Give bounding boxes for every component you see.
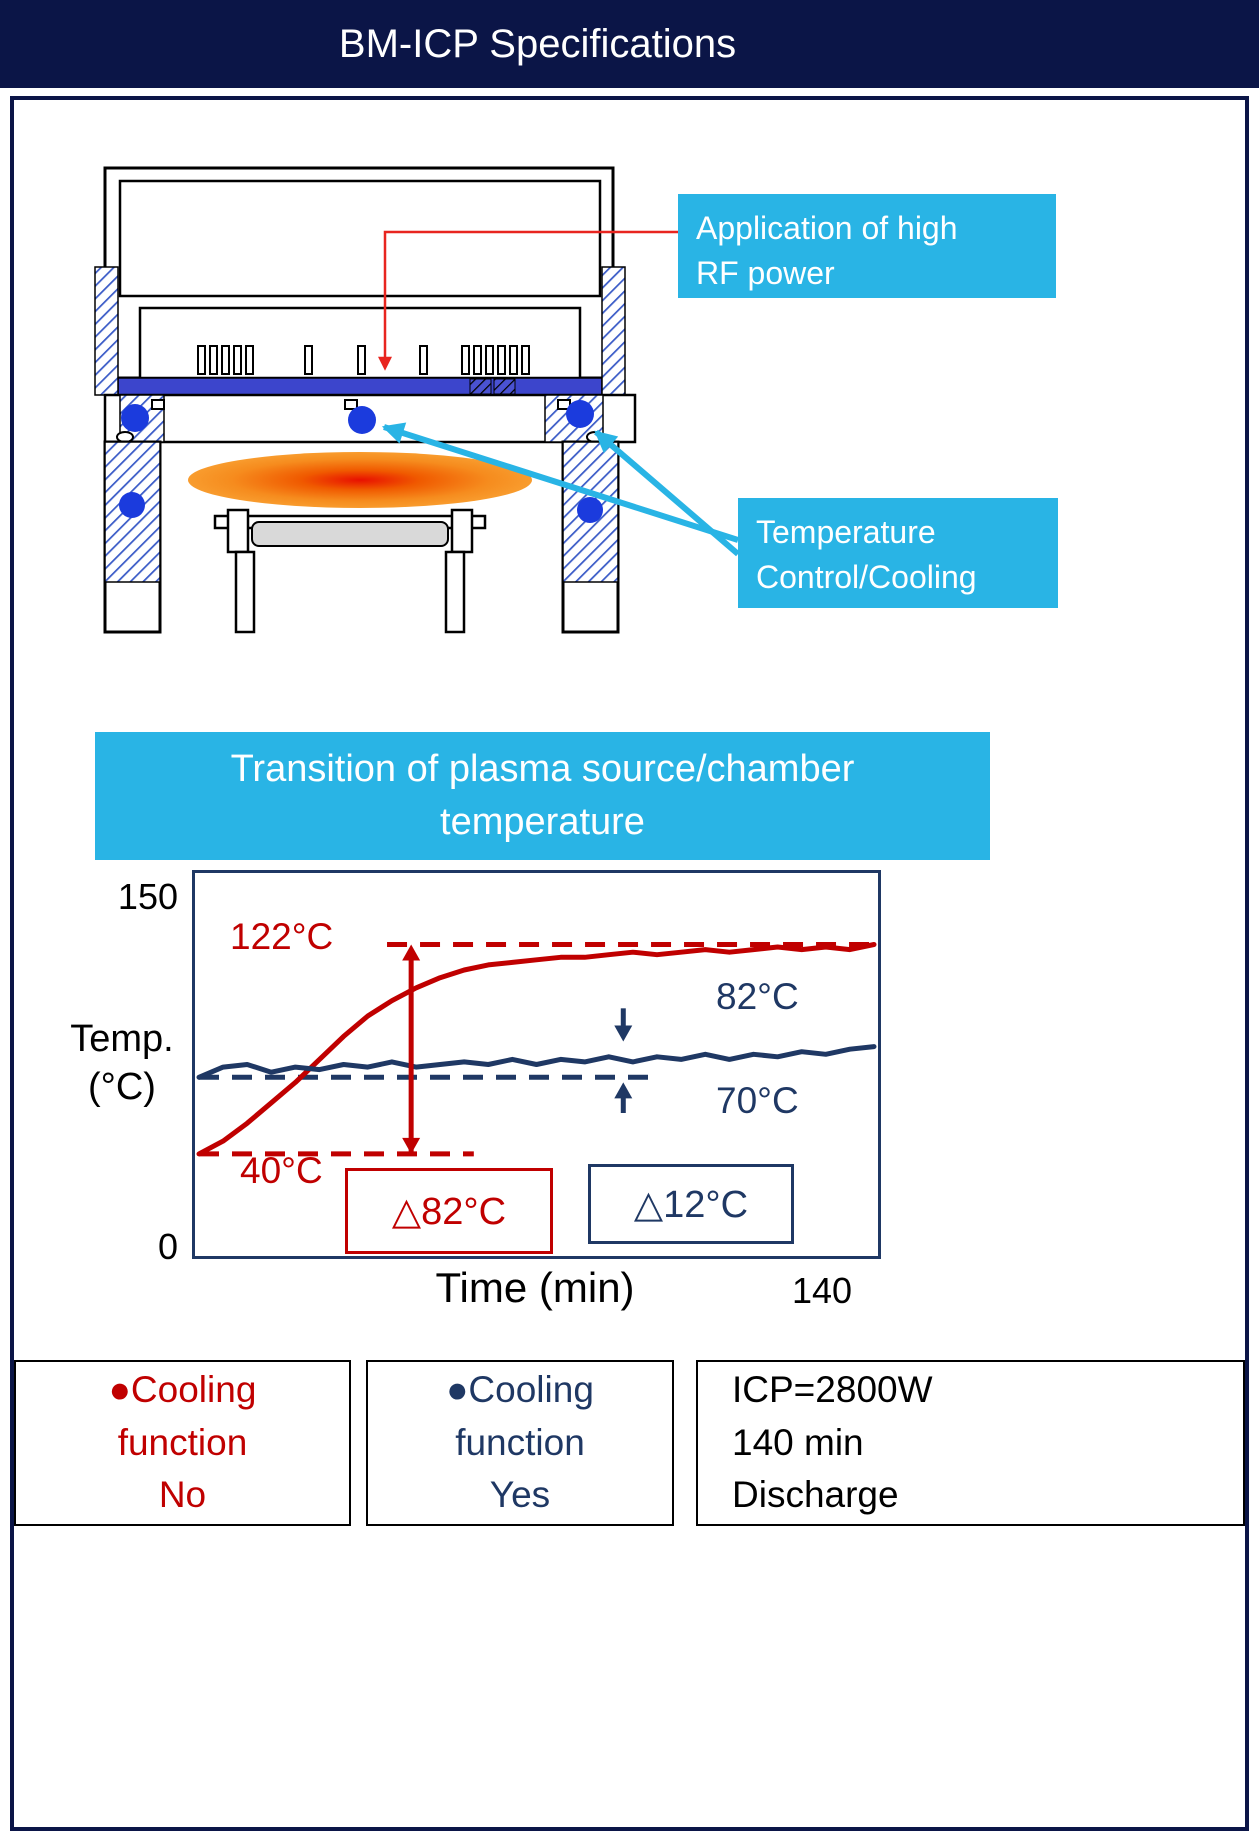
y-axis-max-label: 150 <box>117 876 178 917</box>
wall-cooling-dot-right <box>577 497 603 523</box>
annotation-82c: 82°C <box>716 976 799 1017</box>
title-bar: BM-ICP Specifications <box>0 0 1259 88</box>
plasma <box>188 452 532 508</box>
legend-with-cooling: ●Cooling function Yes <box>366 1360 674 1526</box>
coil-slits <box>197 345 530 375</box>
chart-title: Transition of plasma source/chamber temp… <box>95 732 990 860</box>
x-axis-max-label: 140 <box>792 1270 853 1311</box>
rf-arrow <box>378 230 678 371</box>
rf-window <box>117 377 603 396</box>
page-title: BM-ICP Specifications <box>338 22 737 66</box>
cooling-arrows <box>381 422 740 557</box>
y-axis-title: Temp. (°C) <box>70 1018 174 1108</box>
cooling-channel-dots <box>121 400 594 434</box>
content-frame <box>10 96 1249 1831</box>
ceramic-marks <box>469 378 516 395</box>
annotation-40c: 40°C <box>240 1150 323 1191</box>
cooling-callout: Temperature Control/Cooling <box>738 498 1058 608</box>
icp-chamber-schematic <box>94 166 740 634</box>
annotation-70c: 70°C <box>716 1080 799 1121</box>
legend-conditions: ICP=2800W 140 min Discharge <box>696 1360 1245 1526</box>
legend-no-cooling: ●Cooling function No <box>14 1360 351 1526</box>
chart-plot-area <box>192 870 881 1259</box>
y-axis-min-label: 0 <box>157 1226 178 1267</box>
wafer-stage <box>213 508 487 634</box>
rf-power-callout: Application of high RF power <box>678 194 1056 298</box>
delta-red-box: △82°C <box>345 1168 553 1254</box>
wall-cooling-dot-left <box>119 492 145 518</box>
chamber-lid <box>103 166 615 380</box>
wafer <box>251 521 449 547</box>
annotation-122c: 122°C <box>230 916 334 957</box>
delta-navy-box: △12°C <box>588 1164 794 1244</box>
chart-plot-svg <box>196 941 877 1157</box>
x-axis-title: Time (min) <box>435 1264 635 1311</box>
chamber-walls <box>103 440 620 634</box>
